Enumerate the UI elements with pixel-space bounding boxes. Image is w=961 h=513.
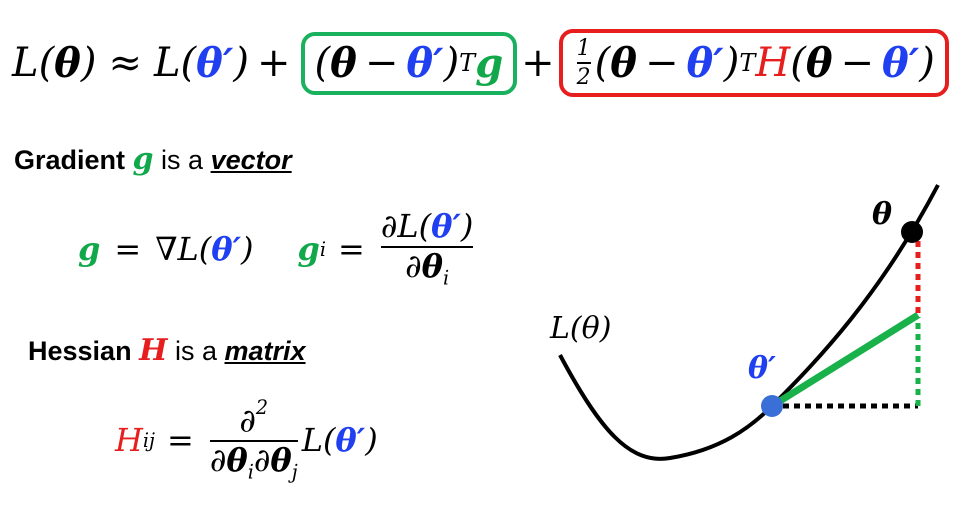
theta-prime-point [761, 395, 783, 417]
taylor-approximation-diagram: L(θ) θ′ θ [549, 184, 940, 461]
approx-sign: ≈ [108, 40, 142, 86]
theta-prime-label: θ′ [748, 351, 776, 386]
loss-curve [558, 184, 940, 461]
vector-label: vector [210, 145, 292, 175]
curve-label: L(θ) [549, 311, 611, 346]
gradient-heading: Gradient g is a vector [14, 142, 292, 177]
loss-symbol: L [12, 40, 39, 86]
theta-prime-symbol: θ′ [196, 39, 234, 87]
partial-derivative-fraction: ∂L(θ′) ∂θi [380, 207, 474, 290]
second-derivative-fraction: ∂2 ∂θi∂θj [209, 396, 298, 484]
theta-symbol: θ [54, 39, 81, 87]
matrix-label: matrix [224, 336, 306, 366]
hessian-symbol: H [755, 40, 791, 86]
theta-label: θ [872, 197, 892, 232]
tangent-line [770, 312, 920, 409]
gradient-component: g [297, 230, 320, 269]
theta-point [901, 221, 923, 243]
gradient-symbol: g [475, 39, 504, 87]
hessian-heading: Hessian H is a matrix [28, 333, 306, 368]
